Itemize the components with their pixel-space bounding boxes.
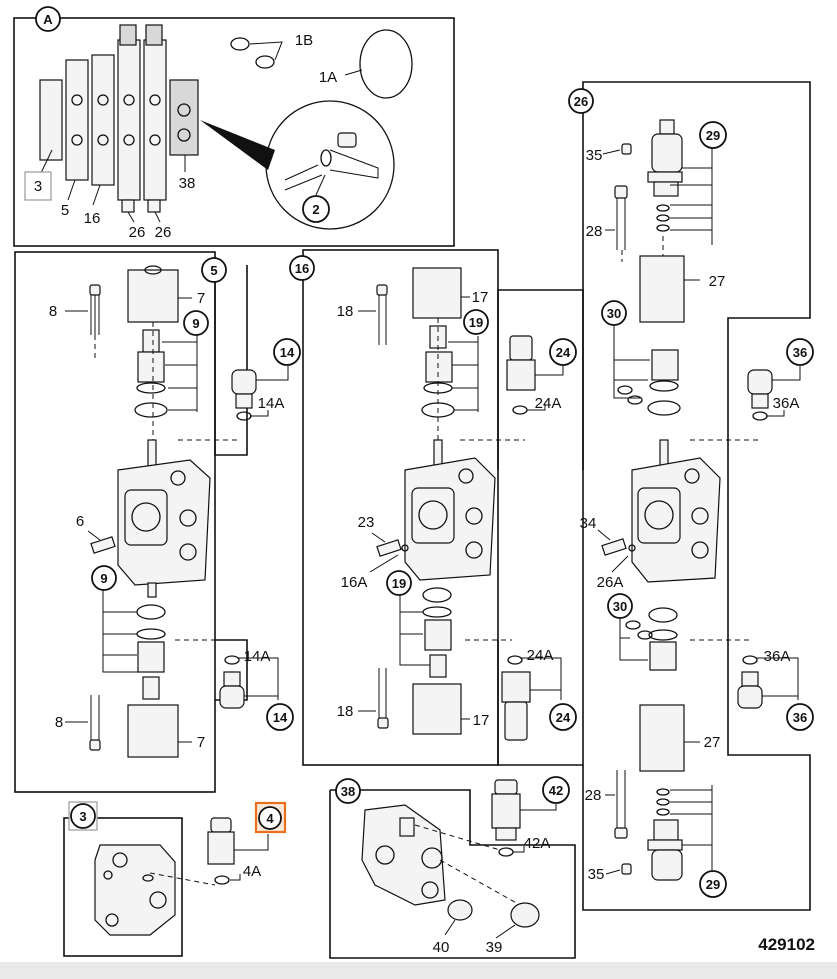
svg-text:28: 28 — [585, 787, 602, 804]
svg-text:28: 28 — [586, 223, 603, 240]
bolt-8-top — [89, 284, 101, 335]
svg-text:36: 36 — [793, 710, 807, 725]
coil-27-bottom — [639, 704, 685, 772]
o-ring-1b-a — [230, 37, 250, 51]
svg-text:42A: 42A — [524, 835, 551, 852]
plug-39 — [510, 902, 540, 928]
svg-text:26: 26 — [574, 94, 588, 109]
svg-text:29: 29 — [706, 877, 720, 892]
view-26-labels: 35 28 27 34 26A 27 28 35 — [580, 147, 726, 883]
view-5-labels: 8 7 6 8 7 — [49, 290, 205, 751]
coil-27-top — [639, 255, 685, 323]
svg-text:9: 9 — [100, 571, 107, 586]
svg-text:18: 18 — [337, 303, 354, 320]
svg-text:8: 8 — [55, 714, 63, 731]
svg-text:36: 36 — [793, 345, 807, 360]
coil-17-top — [412, 267, 462, 319]
svg-text:24: 24 — [556, 345, 571, 360]
valve-body-16 — [401, 439, 496, 581]
svg-text:14: 14 — [280, 345, 295, 360]
svg-text:19: 19 — [469, 315, 483, 330]
svg-text:16: 16 — [295, 261, 309, 276]
svg-text:6: 6 — [76, 513, 84, 530]
svg-text:40: 40 — [433, 939, 450, 956]
svg-text:14A: 14A — [244, 648, 271, 665]
svg-text:16: 16 — [84, 210, 101, 227]
view-26: 26 29 30 — [568, 81, 814, 911]
svg-text:24: 24 — [556, 710, 571, 725]
svg-text:34: 34 — [580, 515, 597, 532]
coil-17-bottom — [412, 683, 462, 735]
coil-7-bottom — [127, 704, 179, 758]
svg-text:5: 5 — [61, 202, 69, 219]
svg-text:1A: 1A — [319, 69, 337, 86]
svg-text:24A: 24A — [527, 647, 554, 664]
detail-circle — [265, 100, 395, 230]
svg-text:38: 38 — [179, 175, 196, 192]
detail-fittings — [284, 132, 379, 191]
view-3: 3 — [63, 801, 269, 957]
plug-40 — [447, 899, 473, 921]
svg-text:35: 35 — [586, 147, 603, 164]
svg-text:4: 4 — [266, 811, 274, 826]
valve-body-5 — [117, 439, 211, 598]
svg-text:14A: 14A — [258, 395, 285, 412]
valve-bank-drawing — [39, 24, 199, 213]
o-ring-1b-b — [255, 55, 275, 69]
view-38: 38 42 42A 40 39 — [329, 776, 576, 959]
svg-text:27: 27 — [704, 734, 721, 751]
svg-text:18: 18 — [337, 703, 354, 720]
svg-text:16A: 16A — [341, 574, 368, 591]
svg-text:3: 3 — [79, 809, 86, 824]
svg-text:9: 9 — [192, 316, 199, 331]
inlet-cover-38 — [361, 804, 446, 906]
svg-text:36A: 36A — [773, 395, 800, 412]
view-16-labels: 18 17 23 16A 18 17 — [337, 289, 490, 729]
svg-text:27: 27 — [709, 273, 726, 290]
svg-text:A: A — [43, 12, 53, 27]
svg-text:35: 35 — [588, 866, 605, 883]
svg-text:8: 8 — [49, 303, 57, 320]
svg-text:26: 26 — [155, 224, 172, 241]
valve-body-26 — [628, 439, 721, 583]
svg-text:24A: 24A — [535, 395, 562, 412]
svg-text:3: 3 — [34, 178, 42, 195]
svg-text:17: 17 — [472, 289, 489, 306]
bottom-strip — [0, 962, 837, 979]
svg-text:1B: 1B — [295, 32, 313, 49]
drawing-number: 429102 — [758, 935, 815, 954]
svg-text:36A: 36A — [764, 648, 791, 665]
svg-text:17: 17 — [473, 712, 490, 729]
view-a-title-callout: A — [35, 6, 61, 32]
callout-box-3 — [24, 171, 52, 201]
svg-text:29: 29 — [706, 128, 720, 143]
o-ring-1a — [359, 29, 413, 99]
svg-text:14: 14 — [273, 710, 288, 725]
svg-text:42: 42 — [549, 783, 563, 798]
coil-7-top — [127, 269, 179, 323]
view-5: 5 9 — [14, 251, 301, 793]
svg-text:26: 26 — [129, 224, 146, 241]
label-4a: 4A — [243, 863, 261, 880]
view-a-labels: 3 5 16 26 26 38 1A 1B 2 — [24, 32, 337, 241]
view-a: A — [13, 6, 455, 247]
svg-text:38: 38 — [341, 784, 355, 799]
svg-text:2: 2 — [312, 202, 319, 217]
svg-text:23: 23 — [358, 514, 375, 531]
svg-text:7: 7 — [197, 734, 205, 751]
svg-text:30: 30 — [613, 599, 627, 614]
end-cover-3 — [94, 844, 176, 936]
callout-4-highlighted[interactable]: 4 — [254, 801, 287, 834]
svg-text:39: 39 — [486, 939, 503, 956]
svg-text:30: 30 — [607, 306, 621, 321]
svg-text:26A: 26A — [597, 574, 624, 591]
view-16: 16 19 — [289, 249, 584, 766]
svg-text:7: 7 — [197, 290, 205, 307]
svg-text:5: 5 — [210, 263, 217, 278]
svg-text:19: 19 — [392, 576, 406, 591]
